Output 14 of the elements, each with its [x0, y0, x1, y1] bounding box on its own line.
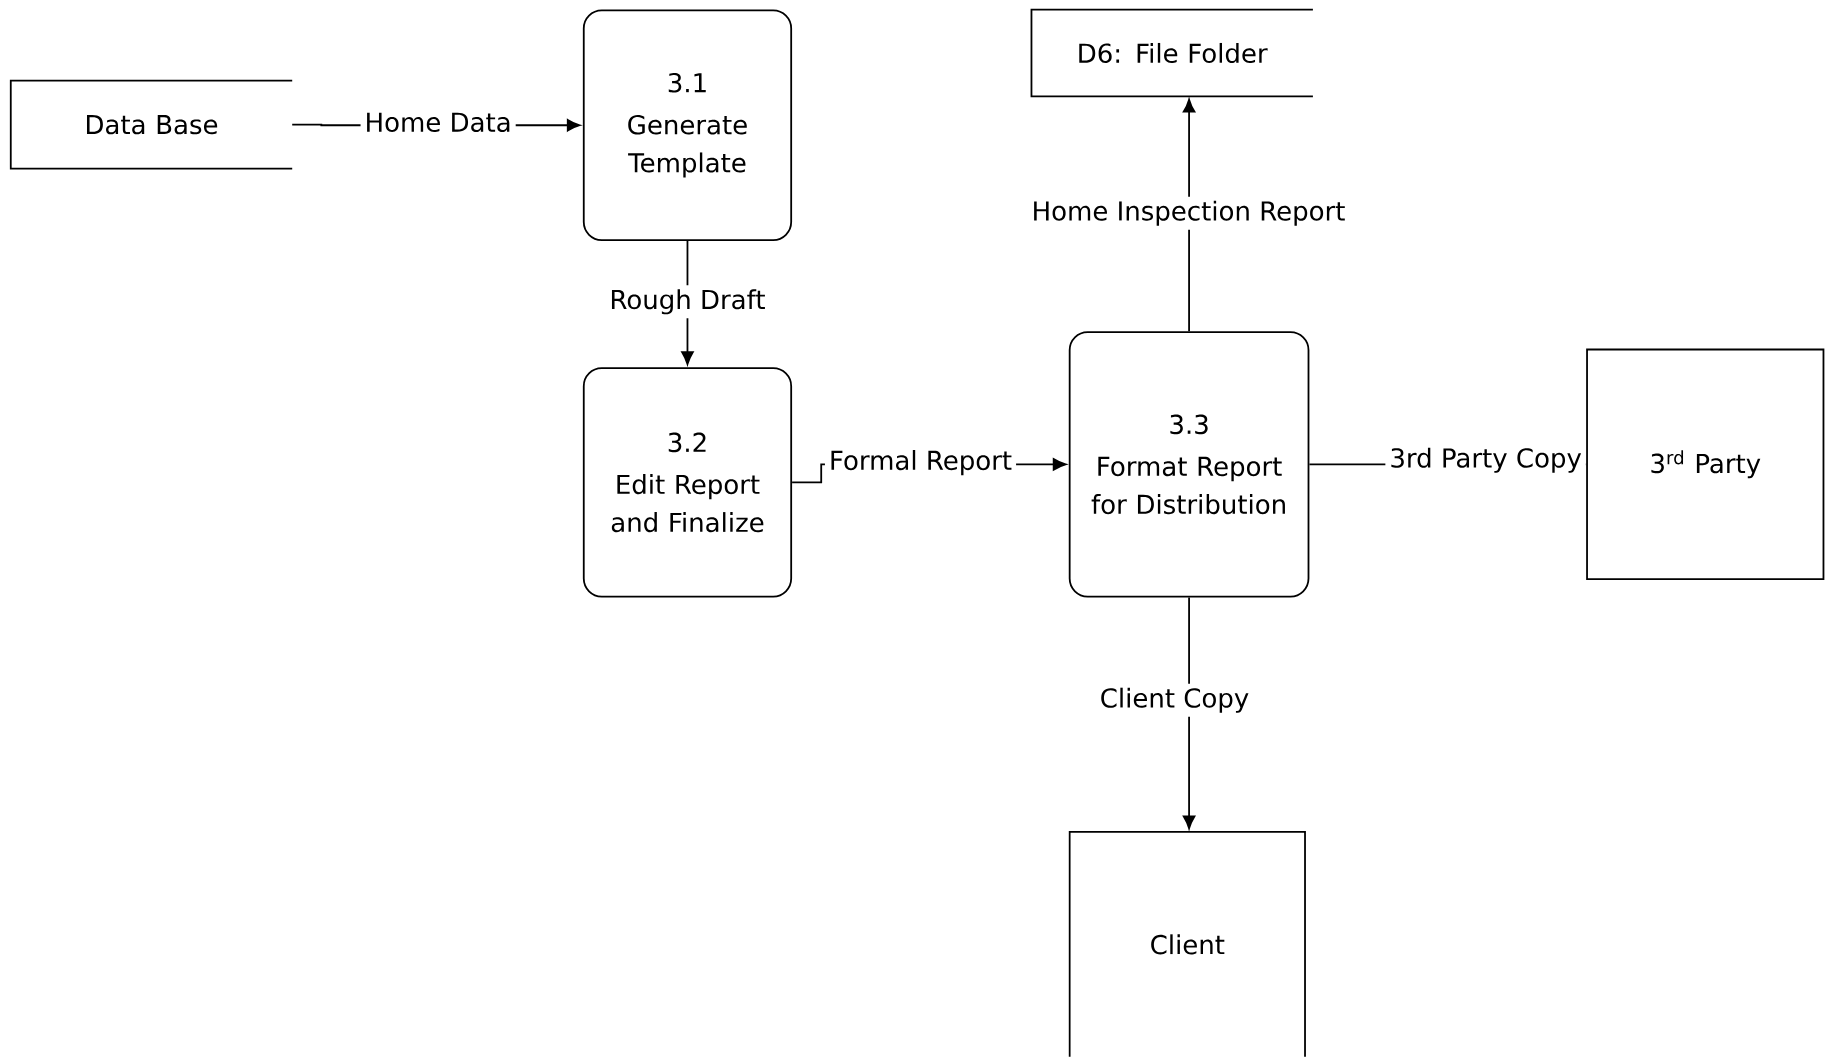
edge-label: Rough Draft: [605, 285, 770, 319]
arrow: [681, 240, 694, 366]
external-entity-box: 3$^{rd}$ Party: [1586, 348, 1825, 581]
external-entity-box: Client: [1068, 831, 1306, 1057]
data-store: Data Base: [9, 79, 294, 170]
edge-label: Formal Report: [824, 446, 1017, 480]
edge-label: Home Data: [360, 108, 516, 137]
data-store: D6: File Folder: [1030, 8, 1314, 98]
edge-label: Client Copy: [1095, 683, 1254, 717]
edge-label: 3rd Party Copy: [1385, 443, 1586, 477]
process-box: 3.3 Format Report for Distribution: [1068, 331, 1310, 598]
edge-label: Home Inspection Report: [1027, 196, 1350, 230]
process-box: 3.1 Generate Template: [582, 9, 793, 242]
process-box: 3.2 Edit Report and Finalize: [582, 367, 793, 598]
